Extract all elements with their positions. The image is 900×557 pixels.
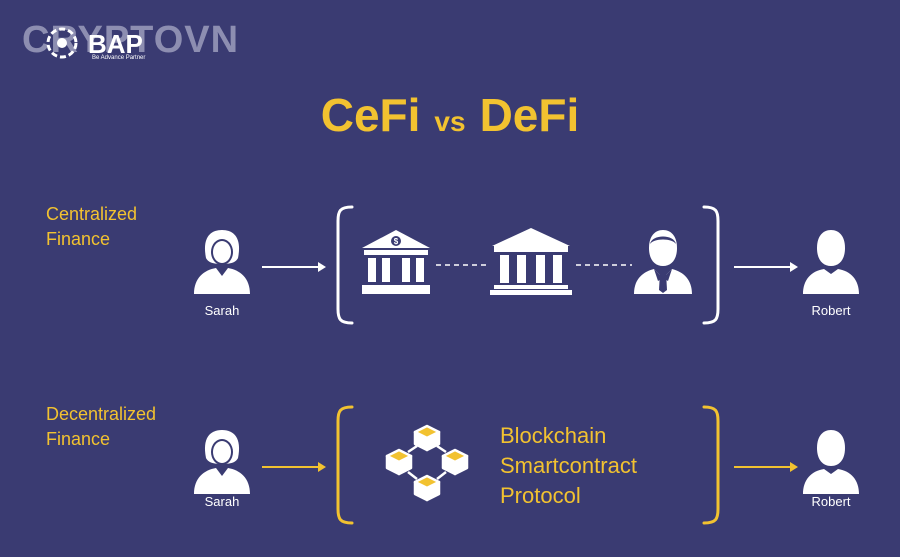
institution-icon xyxy=(490,228,572,295)
arrow-right-icon xyxy=(734,462,798,472)
centralized-label: Centralized Finance xyxy=(46,204,138,249)
arrow-right-icon xyxy=(734,262,798,272)
centralized-sender-name: Sarah xyxy=(204,303,240,318)
bank-icon: $ xyxy=(362,230,430,294)
banker-icon xyxy=(634,230,692,294)
bap-logo-icon: BAP xyxy=(46,27,143,59)
decentralized-label: Decentralized Finance xyxy=(46,404,157,449)
arrow-right-icon xyxy=(262,462,326,472)
right-bracket xyxy=(702,405,720,525)
robert-person-icon xyxy=(803,230,859,294)
title-defi: DeFi xyxy=(479,89,580,141)
decentralized-sender-name: Sarah xyxy=(204,494,240,509)
dashed-connector xyxy=(436,264,488,266)
blockchain-text: Blockchain Smartcontract Protocol xyxy=(500,423,637,508)
sarah-person-icon xyxy=(194,430,250,494)
arrow-right-icon xyxy=(262,262,326,272)
robert-person-icon xyxy=(803,430,859,494)
title-vs: vs xyxy=(434,106,466,137)
decentralized-receiver-name: Robert xyxy=(811,494,851,509)
sarah-person-icon xyxy=(194,230,250,294)
watermark-tagline: Be Advance Partner xyxy=(92,55,146,61)
dashed-connector xyxy=(576,264,632,266)
left-bracket xyxy=(336,405,354,525)
svg-text:$: $ xyxy=(394,237,399,246)
blockchain-icon xyxy=(385,424,469,502)
centralized-receiver-name: Robert xyxy=(811,303,851,318)
left-bracket xyxy=(336,205,354,325)
title-cefi: CeFi xyxy=(320,89,421,141)
right-bracket xyxy=(702,205,720,325)
svg-text:BAP: BAP xyxy=(88,29,143,59)
